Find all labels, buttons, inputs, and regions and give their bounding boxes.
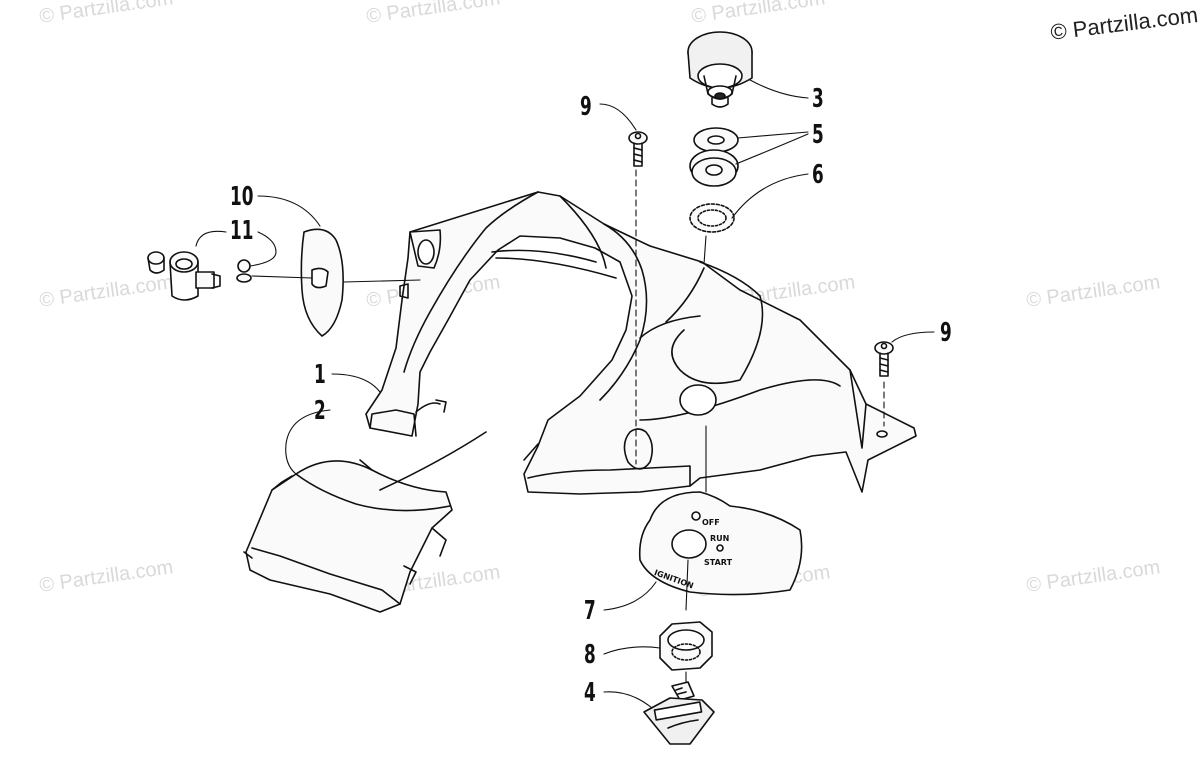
console-housing bbox=[365, 191, 917, 495]
callout-7: 7 bbox=[584, 596, 596, 626]
callout-3: 3 bbox=[812, 84, 824, 114]
ignition-switch-body bbox=[687, 31, 753, 108]
callout-11: 11 bbox=[230, 216, 254, 246]
callout-1: 1 bbox=[314, 360, 326, 390]
switch-label-start: START bbox=[704, 558, 733, 567]
callout-2: 2 bbox=[314, 396, 326, 426]
lock-washer bbox=[689, 203, 735, 233]
switch-label-run: RUN bbox=[710, 534, 730, 543]
lower-cover bbox=[243, 431, 487, 613]
leader-lines bbox=[195, 79, 935, 709]
callout-9-top: 9 bbox=[580, 92, 592, 122]
callout-8: 8 bbox=[584, 640, 596, 670]
callout-6: 6 bbox=[812, 160, 824, 190]
callout-4: 4 bbox=[584, 678, 596, 708]
callout-10: 10 bbox=[230, 182, 254, 212]
accessory-plate bbox=[300, 228, 344, 337]
accessory-connector bbox=[147, 251, 252, 301]
washers bbox=[689, 127, 739, 187]
screw-right bbox=[874, 341, 894, 377]
ignition-switch-plate bbox=[638, 491, 803, 596]
switch-label-off: OFF bbox=[702, 518, 720, 527]
switch-nut bbox=[659, 621, 713, 671]
callout-9-right: 9 bbox=[940, 318, 952, 348]
ignition-key bbox=[643, 681, 715, 745]
screw-top bbox=[628, 131, 648, 167]
callout-5: 5 bbox=[812, 120, 824, 150]
